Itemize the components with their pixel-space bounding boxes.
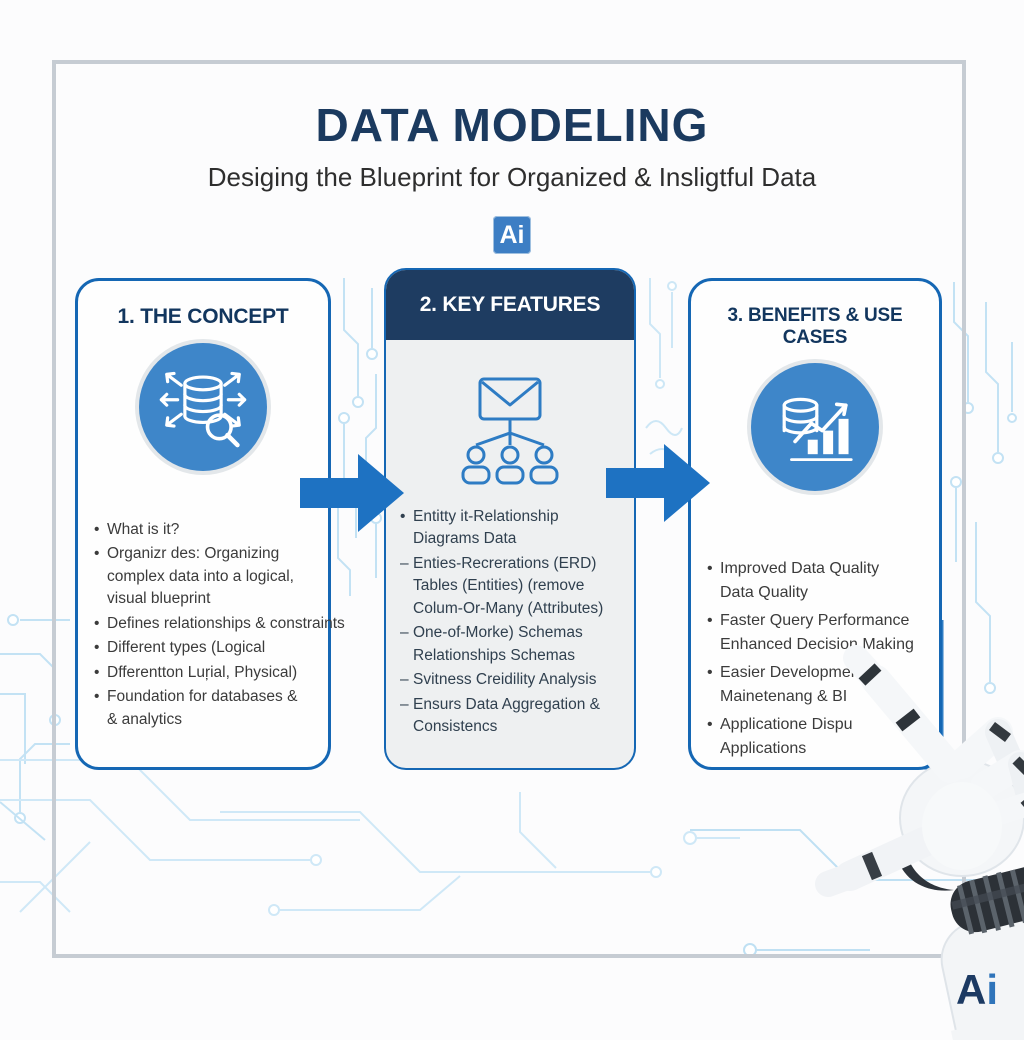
list-item: –Enties-Recrerations (ERD) Tables (Entit… — [400, 553, 634, 620]
bullet-marker: – — [400, 624, 409, 642]
list-item: –Svitness Creidility Analysis — [400, 669, 634, 691]
list-item: •Entitty it-Relationship Diagrams Data — [400, 506, 634, 551]
outer-frame — [52, 60, 966, 958]
bullet-marker: • — [707, 612, 713, 629]
card-key-features: 2. KEY FEATURES •Entitty it-Relationship… — [384, 268, 636, 770]
bullet-marker: • — [94, 688, 100, 706]
card1-heading: 1. THE CONCEPT — [117, 305, 289, 328]
bullet-marker: • — [707, 560, 713, 577]
bullet-marker: • — [94, 639, 100, 657]
list-item: •Faster Query Performance Enhanced Decis… — [707, 609, 939, 657]
card-the-concept: 1. THE CONCEPT — [75, 278, 345, 770]
card2-heading: 2. KEY FEATURES — [386, 270, 634, 340]
ai-watermark: Ai — [956, 966, 998, 1014]
bullet-marker: • — [707, 664, 713, 681]
flow-arrow-1 — [300, 454, 404, 532]
bullet-marker: – — [400, 554, 409, 572]
list-item: •Defines relationships & constraints — [94, 613, 345, 635]
ai-logo-badge: Ai — [493, 216, 531, 254]
card1-bullet-list: •What is it? •Organizr des: Organizing c… — [94, 519, 345, 731]
list-item: –One-of-Morke) Schemas Relationships Sch… — [400, 622, 634, 667]
bullet-marker: • — [94, 545, 100, 563]
bullet-marker: • — [94, 521, 100, 538]
flow-arrow-2 — [606, 444, 710, 522]
bullet-marker: • — [94, 663, 100, 681]
list-item: •Different types (Logical — [94, 637, 328, 659]
page-subtitle: Desiging the Blueprint for Organized & I… — [207, 162, 817, 192]
bullet-marker: • — [400, 508, 406, 525]
list-item: •Improved Data Quality Data Quality — [707, 557, 939, 605]
card2-bullet-list: •Entitty it-Relationship Diagrams Data –… — [400, 506, 634, 739]
list-item: •What is it? — [94, 519, 328, 541]
page-title: DATA MODELING — [315, 99, 709, 151]
watermark-letter-a: A — [956, 966, 987, 1013]
card3-heading: 3. BENEFITS & USE CASES — [727, 305, 903, 348]
entity-relationship-hierarchy-icon — [461, 377, 559, 485]
bullet-marker: • — [94, 614, 100, 632]
database-growth-chart-icon — [751, 363, 879, 491]
watermark-letter-i: i — [986, 966, 999, 1013]
bullet-marker: – — [400, 695, 409, 713]
list-item: –Ensurs Data Aggregation & Consistencs — [400, 694, 634, 739]
list-item: •Applicatione Dispu Applications — [707, 713, 939, 761]
list-item: •Foundation for databases & & analytics — [94, 686, 328, 731]
bullet-marker: – — [400, 671, 409, 689]
list-item: •Dfferentton Luŗial, Physical) — [94, 662, 328, 684]
list-item: •Easier Development Mainetenang & BI — [707, 661, 939, 709]
database-share-search-icon — [139, 343, 267, 471]
list-item: •Organizr des: Organizing complex data i… — [94, 543, 328, 610]
bullet-marker: • — [707, 716, 713, 733]
card3-bullet-list: •Improved Data Quality Data Quality •Fas… — [707, 557, 939, 761]
